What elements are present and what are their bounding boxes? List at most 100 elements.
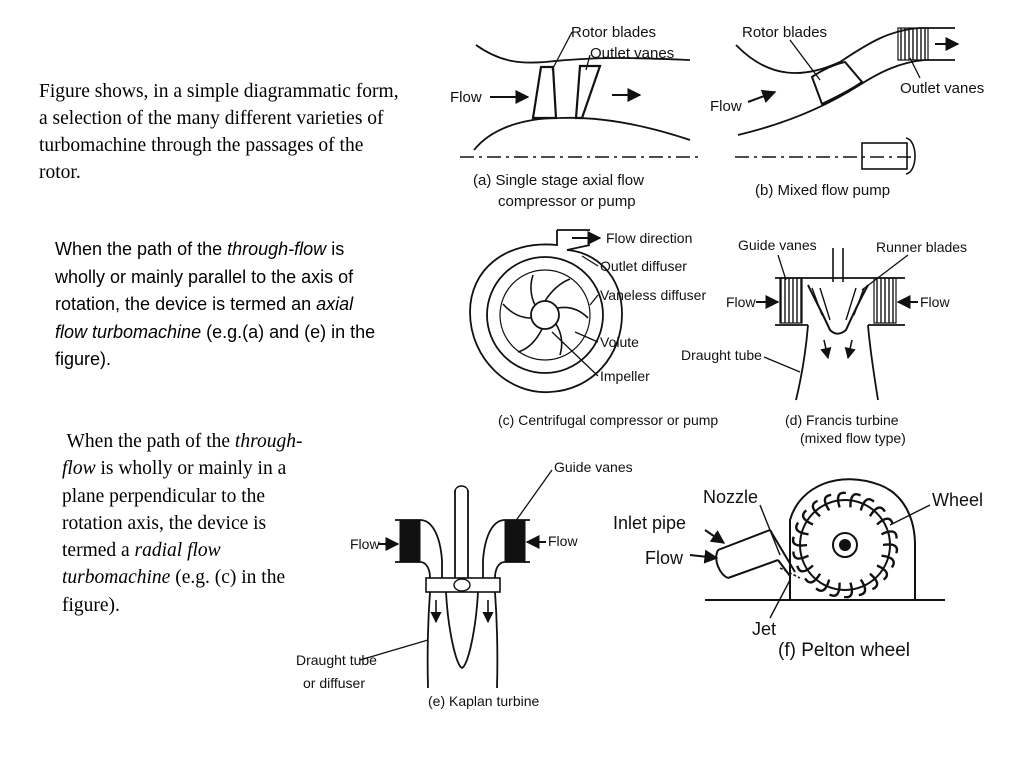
- pelton-bucket: [791, 536, 808, 547]
- fig-b-label-rotor-blades: Rotor blades: [742, 24, 827, 41]
- fig-a-label-outlet-vanes: Outlet vanes: [590, 45, 674, 62]
- pelton-bucket: [876, 564, 889, 581]
- p3-term-radial-flow-turbomachine: radial flow turbomachine: [62, 540, 221, 589]
- pelton-bucket: [880, 530, 898, 539]
- fig-d-guide-vanes-left: [779, 277, 803, 324]
- pelton-bucket: [801, 509, 814, 526]
- fig-f-jet: [779, 567, 801, 579]
- fig-d-draught-tube: [795, 324, 879, 401]
- p3-text-e: (e.g. (c) in the figure).: [62, 567, 286, 616]
- pelton-bucket: [858, 578, 867, 597]
- fig-b-outlet-vanes: [897, 27, 929, 61]
- fig-f-hub-outer: [832, 532, 858, 558]
- fig-b-caption: (b) Mixed flow pump: [755, 182, 890, 199]
- fig-e-leader-guide: [514, 469, 553, 523]
- pelton-bucket: [859, 498, 875, 511]
- pelton-bucket: [836, 491, 847, 508]
- p2-text-e: (e.g.(a) and (e) in the figure).: [55, 321, 376, 370]
- fig-e-casing-left: [395, 519, 443, 579]
- fig-e-runner-cone: [445, 591, 479, 670]
- fig-f-caption: (f) Pelton wheel: [778, 640, 910, 661]
- fig-c-leader-vaneless: [589, 294, 599, 306]
- fig-a-outlet-vane: [574, 64, 602, 120]
- fig-c-leader-volute: [574, 331, 599, 343]
- fig-d-guide-vanes-right: [873, 277, 897, 324]
- fig-e-guide-vane-right: [504, 519, 526, 563]
- fig-d-label-flow-right: Flow: [920, 294, 950, 310]
- fig-a-label-flow: Flow: [450, 89, 482, 106]
- pelton-bucket: [882, 543, 899, 554]
- fig-b-leader-rotor: [789, 39, 821, 81]
- figure-d-francis: [756, 248, 918, 401]
- fig-c-label-vaneless-diffuser: Vaneless diffuser: [600, 287, 706, 303]
- fig-c-label-volute: Volute: [600, 334, 639, 350]
- fig-c-leader-outlet: [581, 255, 599, 267]
- pelton-bucket: [868, 506, 886, 517]
- fig-f-nozzle: [769, 529, 796, 577]
- p2-term-axial-flow-turbomachine: axial flow turbomachine: [55, 294, 354, 342]
- fig-f-hub-inner: [839, 539, 851, 551]
- pelton-bucket: [823, 493, 832, 512]
- fig-d-leader-guide: [777, 254, 787, 281]
- p2-text-c: is wholly or mainly parallel to the axis…: [55, 239, 354, 314]
- fig-b-casing-bottom: [737, 59, 955, 136]
- fig-e-label-flow-left: Flow: [350, 536, 380, 552]
- fig-f-label-flow: Flow: [645, 548, 684, 568]
- fig-c-label-impeller: Impeller: [600, 368, 650, 384]
- fig-e-caption: (e) Kaplan turbine: [428, 693, 540, 709]
- pelton-bucket: [815, 579, 831, 592]
- fig-e-label-flow-right: Flow: [548, 533, 578, 549]
- pelton-bucket: [849, 493, 862, 508]
- fig-c-label-outlet-diffuser: Outlet diffuser: [600, 258, 687, 274]
- fig-e-casing-right: [482, 519, 530, 579]
- fig-f-leader-jet: [769, 579, 791, 619]
- fig-f-flow-arrow: [689, 549, 719, 564]
- fig-d-label-draught-tube: Draught tube: [681, 347, 762, 363]
- fig-d-label-guide-vanes: Guide vanes: [738, 237, 817, 253]
- fig-a-label-rotor-blades: Rotor blades: [571, 24, 656, 41]
- fig-d-runner-blades: [811, 287, 865, 321]
- fig-d-caption-1: (d) Francis turbine: [785, 412, 899, 428]
- figure-b-mixed-flow-pump: [735, 27, 960, 175]
- fig-e-guide-vane-left: [399, 519, 421, 563]
- fig-c-label-flow-direction: Flow direction: [606, 230, 692, 246]
- fig-e-draught-tube: [426, 591, 499, 689]
- fig-e-leader-draught: [359, 639, 429, 661]
- figure-f-pelton: [689, 478, 945, 619]
- fig-b-flow-arrow: [747, 89, 777, 103]
- fig-f-housing: [789, 478, 916, 600]
- pelton-bucket: [792, 551, 810, 560]
- fig-e-label-guide-vanes: Guide vanes: [554, 459, 633, 475]
- figure-c-centrifugal: [469, 229, 623, 393]
- fig-a-leader-rotor: [551, 31, 573, 71]
- fig-e-runner-blade: [453, 578, 471, 592]
- fig-f-inlet-pipe: [715, 529, 779, 579]
- fig-b-rotation-arrow: [905, 137, 916, 175]
- intro-paragraph: Figure shows, in a simple diagrammatic f…: [39, 81, 399, 183]
- fig-c-vaneless-diffuser: [486, 256, 604, 374]
- fig-b-leader-vane: [909, 57, 921, 79]
- fig-c-impeller-rim: [499, 269, 591, 361]
- fig-e-shaft: [454, 490, 469, 578]
- fig-f-label-wheel: Wheel: [932, 490, 983, 510]
- fig-c-volute: [469, 230, 623, 393]
- fig-d-casing: [775, 277, 905, 326]
- figure-a-axial-compressor: [460, 31, 700, 158]
- fig-f-buckets: [791, 491, 899, 599]
- fig-d-caption-2: (mixed flow type): [800, 430, 906, 446]
- p2-text-a: When the path of the: [55, 239, 228, 259]
- pelton-bucket: [796, 564, 814, 573]
- fig-f-label-jet: Jet: [752, 619, 776, 639]
- fig-f-leader-wheel: [889, 504, 931, 526]
- radial-flow-paragraph: When the path of the through-flow is who…: [62, 428, 302, 619]
- fig-a-rotor-blade: [531, 65, 558, 120]
- pelton-bucket: [828, 582, 841, 597]
- pelton-bucket: [843, 582, 854, 599]
- fig-f-label-inlet-pipe: Inlet pipe: [613, 513, 686, 533]
- fig-c-impeller-blades: [502, 274, 589, 356]
- fig-d-label-flow-left: Flow: [726, 294, 756, 310]
- pelton-bucket: [881, 554, 895, 569]
- fig-a-caption-2: compressor or pump: [498, 193, 636, 210]
- fig-f-leader-nozzle: [759, 504, 781, 556]
